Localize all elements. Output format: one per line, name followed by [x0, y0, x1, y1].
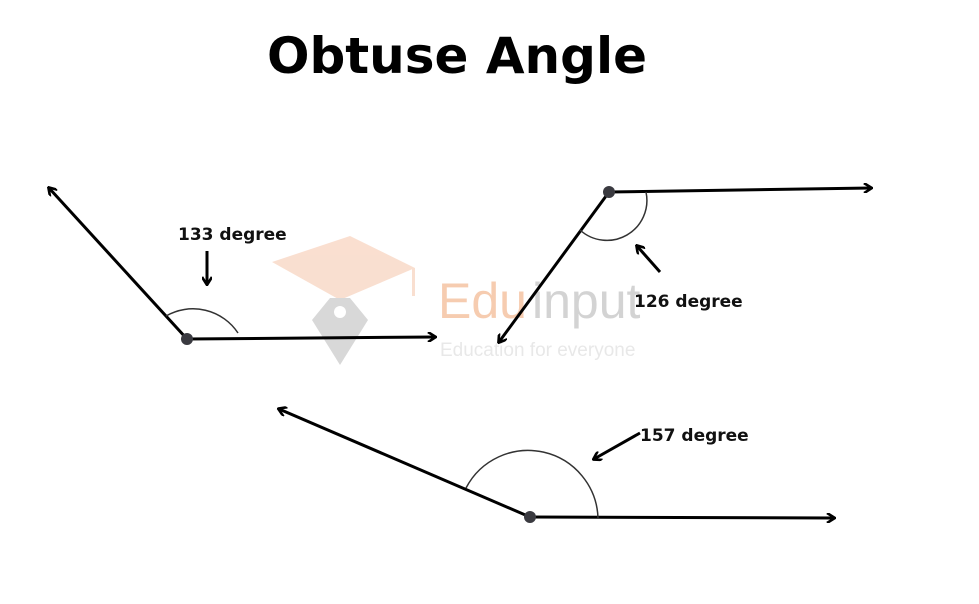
ray-arrow [529, 517, 834, 518]
angle-label: 126 degree [634, 292, 743, 312]
ray-arrow [186, 337, 435, 339]
angle-arc [165, 308, 239, 334]
ray-arrow [279, 409, 531, 519]
graduation-cap-icon [272, 236, 415, 300]
watermark-tagline: Education for everyone [440, 340, 635, 361]
pointer-arrow [637, 246, 662, 273]
angle-126: 126 degree [499, 186, 871, 342]
angle-label: 133 degree [178, 225, 287, 245]
pen-nib-icon [312, 298, 368, 365]
vertex-point [603, 186, 615, 198]
angle-arc [579, 191, 648, 242]
angle-arc [465, 449, 599, 519]
watermark-brand-input: input [532, 273, 641, 329]
pointer-arrow [594, 431, 641, 459]
vertex-point [181, 333, 193, 345]
eduinput-watermark: Edu input Education for everyone [272, 236, 641, 365]
ray-arrow [608, 188, 871, 194]
angle-133: 133 degree [49, 188, 435, 345]
ray-arrow [499, 191, 611, 342]
ray-arrow [49, 188, 189, 341]
watermark-brand-edu: Edu [438, 273, 527, 329]
angle-label: 157 degree [640, 426, 749, 446]
vertex-point [524, 511, 536, 523]
angle-157: 157 degree [279, 409, 834, 523]
page-title: Obtuse Angle [267, 27, 647, 85]
